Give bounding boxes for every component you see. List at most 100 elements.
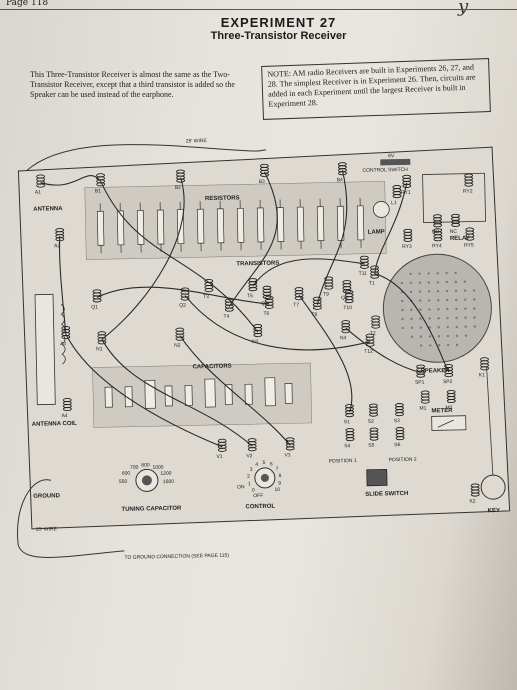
resistor: [256, 207, 265, 243]
speaker-hole: [454, 271, 457, 275]
terminal-label: K2: [469, 499, 475, 505]
ground-label: GROUND: [33, 493, 60, 500]
terminal-spring: S6: [394, 427, 405, 448]
terminal-spring: S3: [394, 403, 405, 424]
terminal-label: M1: [419, 406, 426, 412]
off-label: OFF: [253, 493, 263, 499]
jumper-wire: [100, 181, 259, 333]
speaker-hole: [401, 326, 404, 330]
terminal-label: V3: [284, 452, 290, 458]
terminal-label: N2: [174, 343, 181, 349]
terminal-label: N1: [96, 346, 103, 352]
terminal-label: M2: [445, 405, 452, 411]
tuning-scale-mark: 600: [122, 471, 131, 477]
speaker-hole: [445, 280, 449, 284]
terminal-label: T8: [311, 312, 317, 318]
terminal-spring: SP1: [415, 364, 426, 386]
capacitor: [244, 383, 253, 405]
speaker-hole: [401, 308, 404, 312]
resistor: [356, 205, 365, 241]
control-switch-label: CONTROL SWITCH: [362, 167, 408, 174]
terminal-label: T2: [370, 331, 376, 337]
speaker-hole: [410, 326, 413, 330]
meter-label: METER: [431, 408, 453, 414]
speaker-hole: [446, 334, 450, 338]
speaker-hole: [418, 272, 421, 275]
slide-switch-body: [366, 468, 388, 487]
speaker-hole: [401, 317, 404, 321]
speaker-grille: [400, 271, 476, 347]
antenna-label: ANTENNA: [33, 206, 63, 213]
terminal-spring: N2: [174, 327, 185, 349]
terminal-spring: RY2: [463, 173, 474, 195]
terminal-label: S6: [394, 442, 400, 448]
capacitor: [184, 385, 193, 406]
resistors-label: RESISTORS: [205, 195, 240, 202]
speaker-hole: [409, 272, 412, 276]
terminal-spring: RY3: [402, 228, 413, 250]
speaker-hole: [437, 326, 440, 329]
lamp-bulb: [372, 201, 390, 218]
speaker-hole: [436, 290, 440, 293]
tuning-scale-mark: 1200: [160, 471, 171, 477]
intro-paragraph: This Three-Transistor Receiver is almost…: [30, 70, 235, 99]
terminal-spring: T3: [203, 279, 214, 300]
control-scale-mark: 4: [255, 462, 258, 468]
speaker-hole: [464, 316, 467, 319]
terminal-label: S4: [344, 443, 350, 449]
speaker-hole: [436, 272, 439, 275]
speaker-hole: [446, 325, 449, 329]
jumper-wire: [316, 170, 348, 305]
speaker-hole: [428, 308, 431, 311]
speaker-hole: [446, 307, 449, 311]
terminal-spring: Q1: [91, 289, 102, 311]
capacitor: [204, 378, 216, 408]
jumper-wire: [374, 273, 450, 373]
speaker-hole: [428, 299, 431, 302]
terminal-label: NC: [450, 229, 458, 235]
resistor: [216, 208, 225, 244]
capacitor: [104, 386, 113, 408]
battery-cell: [380, 158, 411, 166]
capacitor: [264, 377, 276, 407]
terminal-label: A4: [61, 413, 67, 419]
terminal-label: NO: [432, 229, 440, 235]
terminal-label: T6: [263, 311, 269, 317]
terminal-spring: SP2: [443, 364, 454, 385]
antenna-coil-label: ANTENNA COIL: [32, 421, 78, 428]
terminal-spring: S5: [368, 427, 379, 449]
terminal-label: T7: [293, 302, 299, 308]
lamp-label: LAMP: [368, 229, 385, 235]
terminal-label: S5: [368, 443, 374, 449]
terminal-label: N4: [340, 335, 347, 341]
speaker-hole: [464, 334, 468, 337]
resistor-row: [96, 197, 365, 254]
relay-label: RELAY: [450, 236, 470, 242]
speaker-hole: [464, 325, 467, 328]
speaker-hole: [445, 289, 449, 293]
speaker-label: SPEAKER: [421, 368, 451, 375]
speaker-hole: [463, 280, 467, 283]
tuning-capacitor-label: TUNING CAPACITOR: [121, 506, 182, 513]
speaker-hole: [437, 308, 440, 311]
speaker-hole: [419, 317, 422, 320]
speaker-hole: [427, 272, 430, 275]
resistor: [296, 206, 305, 242]
terminal-spring: NC: [450, 213, 461, 235]
terminal-spring: B1: [95, 173, 106, 194]
speaker-hole: [418, 281, 422, 284]
terminal-label: RY5: [464, 242, 474, 248]
jumper-wire: [252, 258, 365, 287]
terminal-spring: M2: [445, 389, 456, 411]
speaker-hole: [463, 289, 467, 292]
tuning-scale-mark: 1000: [152, 465, 163, 471]
speaker-hole: [419, 308, 422, 311]
speaker-hole: [473, 316, 476, 319]
speaker-hole: [437, 299, 440, 302]
speaker-hole: [455, 343, 459, 347]
terminal-spring: K1: [479, 357, 490, 378]
position-1-label: POSITION 1: [328, 458, 356, 465]
